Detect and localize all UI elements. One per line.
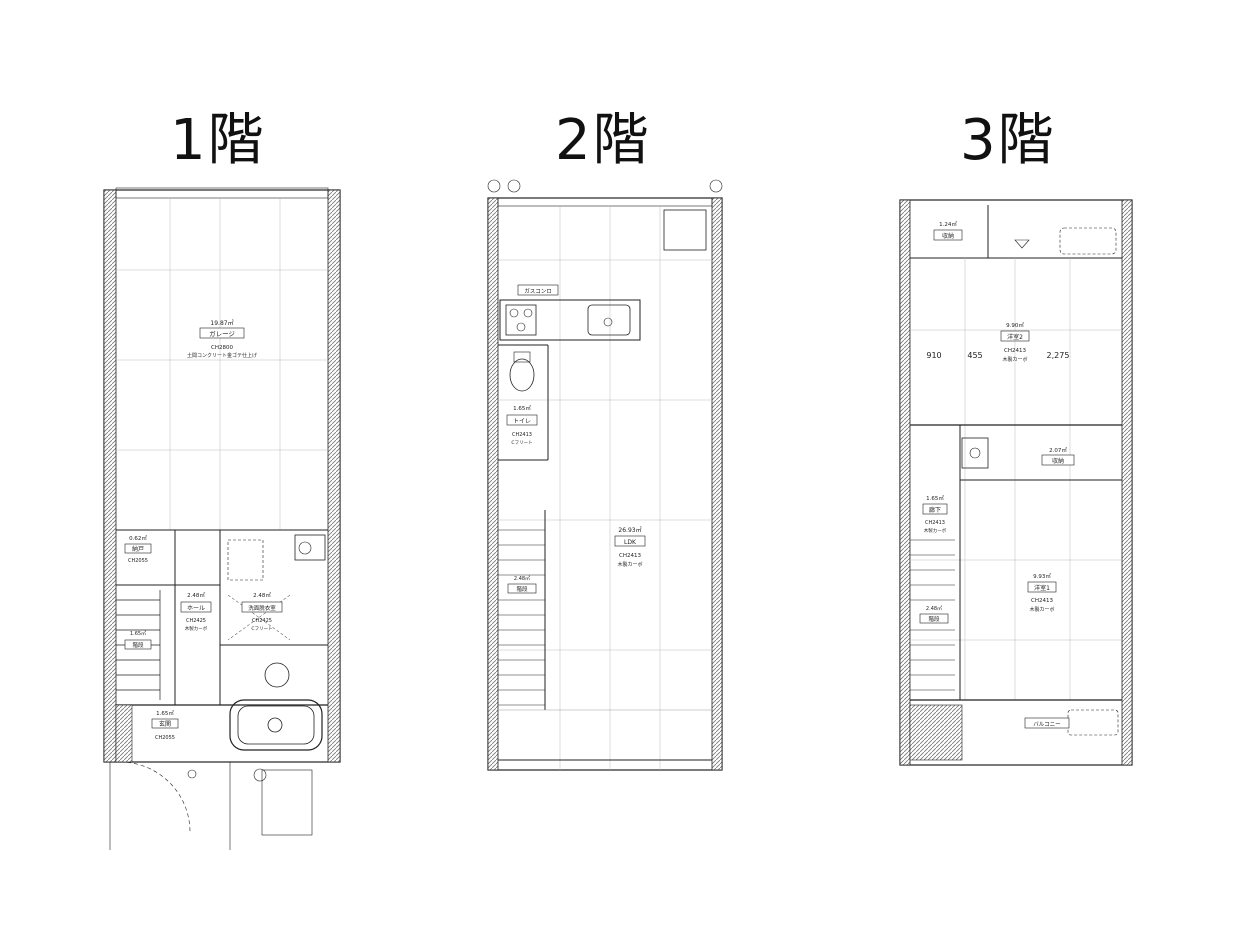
washroom-area: 2.48㎡ — [253, 591, 271, 599]
western1-name: 洋室1 — [1034, 584, 1050, 592]
entrance-area: 1.65㎡ — [156, 709, 174, 717]
garage-ceiling: CH2800 — [211, 345, 233, 351]
toilet-name: トイレ — [513, 418, 531, 425]
floor-plan-1 — [103, 187, 341, 850]
closet-mid-area: 2.07㎡ — [1049, 446, 1067, 454]
ldk-name: LDK — [624, 539, 637, 546]
floor-title-1: 1階 — [170, 108, 266, 173]
closet-top-name: 収納 — [942, 232, 954, 240]
garage-area: 19.87㎡ — [210, 319, 233, 327]
hall-note: 木製カーボ — [185, 625, 208, 632]
hallway-ceiling: CH2413 — [925, 520, 945, 526]
ldk-note: 木製カーボ — [617, 561, 642, 568]
stair-2-name: 階段 — [516, 585, 528, 593]
entrance-name: 玄関 — [159, 720, 171, 728]
hall-area: 2.48㎡ — [187, 591, 205, 599]
ldk-area: 26.93㎡ — [618, 526, 641, 534]
garage-name: ガレージ — [209, 329, 235, 338]
western2-area: 9.90㎡ — [1006, 321, 1024, 329]
western1-note: 木製カーボ — [1029, 606, 1054, 613]
western2-name: 洋室2 — [1007, 333, 1023, 341]
washroom-ceiling: CH2425 — [252, 618, 272, 624]
floor-3-labels: 1.24㎡ 収納 9.90㎡ 洋室2 CH2413 木製カーボ 910 455 … — [919, 220, 1075, 729]
closet-top-area: 1.24㎡ — [939, 220, 957, 228]
floor-2-labels: ガスコンロ 1.65㎡ トイレ CH2413 Cフリート 26.93㎡ LDK … — [506, 284, 646, 594]
hallway-area: 1.65㎡ — [926, 494, 944, 502]
toilet-area: 1.65㎡ — [513, 404, 531, 412]
hall-name: ホール — [187, 605, 205, 612]
kitchen-stove-label: ガスコンロ — [524, 287, 552, 295]
toilet-ceiling: CH2413 — [512, 432, 532, 438]
ldk-ceiling: CH2413 — [619, 553, 641, 559]
dim-455: 455 — [967, 351, 982, 360]
floor-1-labels: 19.87㎡ ガレージ CH2800 土間コンクリート金ゴテ仕上げ 0.62㎡ … — [124, 319, 283, 741]
dim-2275: 2,275 — [1047, 351, 1070, 360]
stair-2-area: 2.48㎡ — [514, 575, 530, 582]
hall-ceiling: CH2425 — [186, 618, 206, 624]
stair-3-name: 階段 — [928, 615, 940, 623]
entrance-ceiling: CH2055 — [155, 735, 175, 741]
western1-ceiling: CH2413 — [1031, 598, 1053, 604]
floor-title-2: 2階 — [555, 108, 651, 173]
storage-ceiling: CH2055 — [128, 558, 148, 564]
garage-note: 土間コンクリート金ゴテ仕上げ — [187, 352, 257, 359]
hallway-note: 木製カーボ — [924, 527, 947, 534]
washroom-note: Cフリート — [251, 626, 272, 632]
storage-area: 0.62㎡ — [129, 534, 147, 542]
floor-plan-2 — [487, 179, 723, 771]
western1-area: 9.93㎡ — [1033, 572, 1051, 580]
floor-title-3: 3階 — [960, 108, 1056, 173]
western2-note: 木製カーボ — [1002, 356, 1027, 363]
balcony-name: バルコニー — [1033, 721, 1060, 728]
hallway-name: 廊下 — [929, 506, 941, 514]
closet-mid-name: 収納 — [1052, 457, 1064, 465]
stair-3-area: 2.48㎡ — [926, 605, 942, 612]
storage-name: 納戸 — [132, 545, 144, 553]
washroom-name: 洗面脱衣室 — [248, 604, 276, 612]
stair-1-area: 1.65㎡ — [130, 630, 146, 637]
dim-910: 910 — [926, 351, 941, 360]
floor-plan-3 — [899, 199, 1133, 766]
toilet-note: Cフリート — [511, 440, 532, 446]
stair-1-name: 階段 — [132, 641, 144, 649]
western2-ceiling: CH2413 — [1004, 348, 1026, 354]
